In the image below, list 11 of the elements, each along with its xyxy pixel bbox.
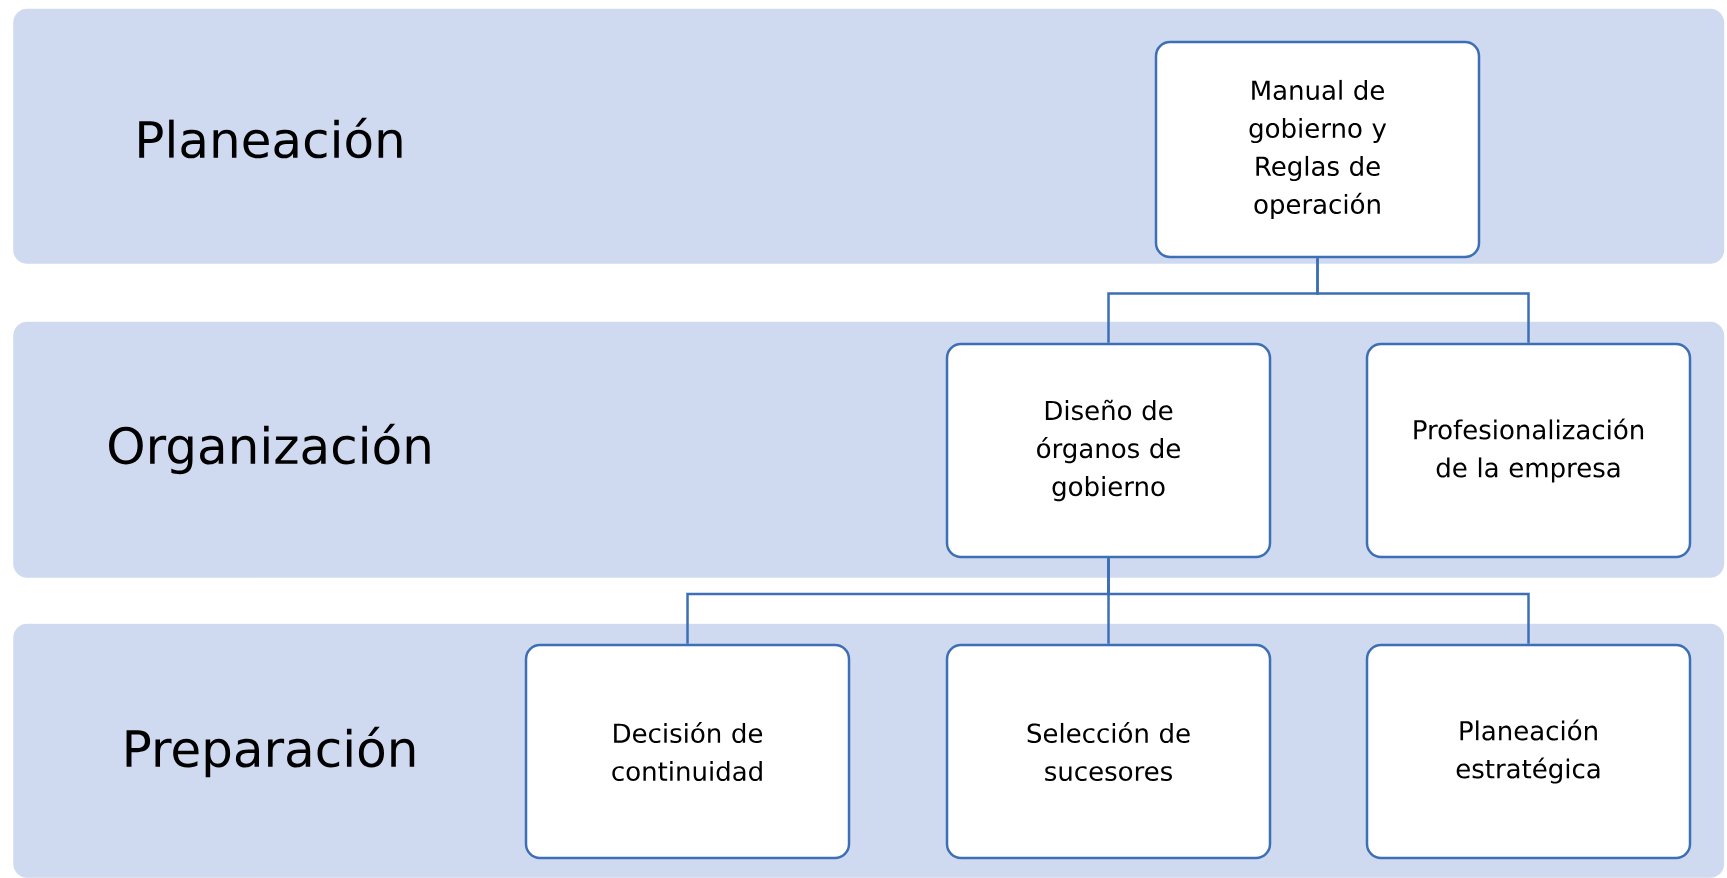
process-box: Decisión de continuidad	[524, 643, 851, 860]
process-box: Profesionalización de la empresa	[1365, 342, 1692, 559]
process-box: Planeación estratégica	[1365, 643, 1692, 860]
connector	[1107, 558, 1530, 644]
connector	[1316, 258, 1530, 343]
process-box: Diseño de órganos de gobierno	[945, 342, 1272, 559]
process-box: Manual de gobierno y Reglas de operación	[1154, 40, 1481, 259]
process-box: Selección de sucesores	[945, 643, 1272, 860]
band-label: Planeación	[139, 117, 402, 159]
band-label: Preparación	[126, 726, 415, 778]
band-label: Organización	[109, 423, 430, 475]
